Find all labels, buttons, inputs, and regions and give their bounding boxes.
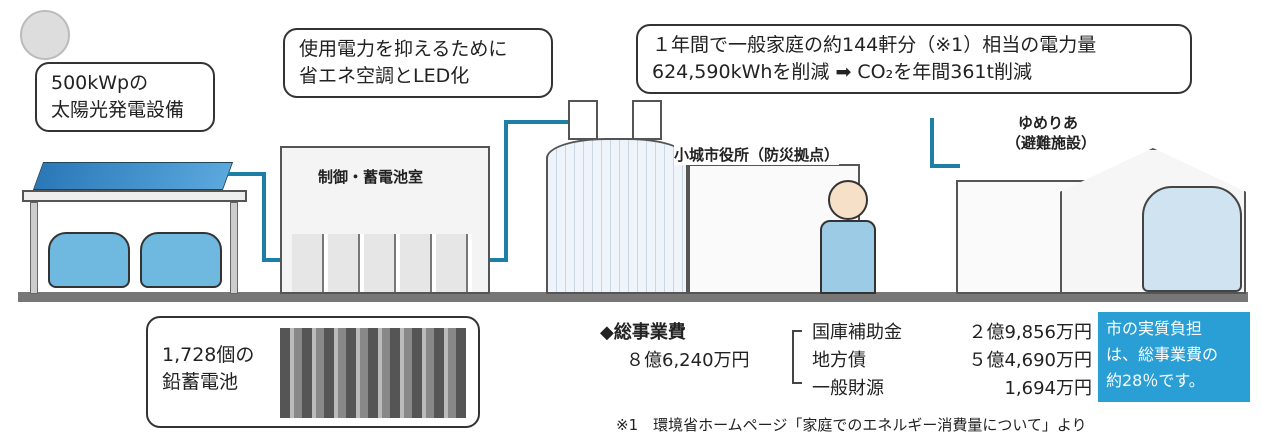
solar-panel-icon bbox=[32, 162, 234, 190]
shelter-name: ゆめりあ bbox=[1018, 114, 1079, 132]
power-line bbox=[504, 120, 508, 262]
power-line bbox=[504, 120, 568, 124]
car-icon bbox=[140, 232, 222, 288]
control-room-label: 制御・蓄電池室 bbox=[318, 168, 424, 186]
power-line bbox=[262, 172, 266, 262]
cost-item-name: 国庫補助金 bbox=[812, 322, 902, 343]
power-line bbox=[228, 172, 264, 176]
cost-item-value: 1,694万円 bbox=[1004, 378, 1092, 399]
power-line bbox=[930, 118, 934, 166]
ground-line bbox=[18, 292, 1248, 302]
shelter-sub: （避難施設） bbox=[1006, 134, 1097, 152]
bubble-text: 1,728個の bbox=[162, 344, 255, 366]
power-line bbox=[930, 164, 960, 168]
tower-top bbox=[632, 100, 662, 140]
cost-item-value: ２億9,856万円 bbox=[968, 322, 1092, 343]
car-icon bbox=[48, 232, 130, 288]
bubble-text: 使用電力を抑えるために bbox=[299, 38, 508, 60]
cost-item-value: ５億4,690万円 bbox=[968, 350, 1092, 371]
sun-icon bbox=[20, 10, 70, 60]
carport-pillar bbox=[30, 202, 38, 294]
cost-item-name: 一般財源 bbox=[812, 378, 884, 399]
cooling-tower bbox=[546, 138, 688, 294]
staff-person bbox=[828, 180, 868, 220]
bubble-text: 太陽光発電設備 bbox=[51, 99, 185, 121]
battery-bubble: 1,728個の 鉛蓄電池 bbox=[146, 316, 480, 428]
carport-pillar bbox=[230, 202, 238, 294]
battery-photo bbox=[280, 328, 466, 418]
bubble-text: 省エネ空調とLED化 bbox=[299, 65, 470, 87]
city-hall-label: 小城市役所（防災拠点） bbox=[674, 144, 840, 165]
burden-highlight-box: 市の実質負担 は、総事業費の 約28％です。 bbox=[1098, 312, 1250, 402]
aircon-bubble: 使用電力を抑えるために 省エネ空調とLED化 bbox=[283, 28, 553, 98]
family-people bbox=[1142, 186, 1242, 292]
highlight-text: は、総事業費の bbox=[1106, 345, 1219, 364]
bubble-text: １年間で一般家庭の約144軒分（※1）相当の電力量 bbox=[652, 34, 1097, 56]
highlight-text: 約28％です。 bbox=[1106, 371, 1205, 390]
solar-bubble: 500kWpの 太陽光発電設備 bbox=[35, 62, 215, 132]
battery-cabinets bbox=[292, 234, 472, 292]
cost-total: ８億6,240万円 bbox=[626, 350, 750, 371]
bubble-text: 624,590kWhを削減 ➡ CO₂を年間361t削減 bbox=[652, 61, 1032, 83]
bubble-text: 鉛蓄電池 bbox=[162, 371, 239, 393]
highlight-text: 市の実質負担 bbox=[1106, 319, 1203, 338]
footnote: ※1 環境省ホームページ「家庭でのエネルギー消費量について」より bbox=[616, 416, 1087, 434]
cost-item-name: 地方債 bbox=[812, 350, 866, 371]
power-line bbox=[262, 258, 294, 262]
carport-roof bbox=[22, 190, 247, 202]
savings-bubble: １年間で一般家庭の約144軒分（※1）相当の電力量 624,590kWhを削減 … bbox=[636, 24, 1192, 94]
bubble-text: 500kWpの bbox=[51, 72, 149, 94]
tower-top bbox=[568, 100, 598, 140]
staff-person-body bbox=[820, 220, 876, 294]
cost-bracket bbox=[792, 330, 802, 384]
cost-title: ◆総事業費 bbox=[600, 322, 686, 343]
